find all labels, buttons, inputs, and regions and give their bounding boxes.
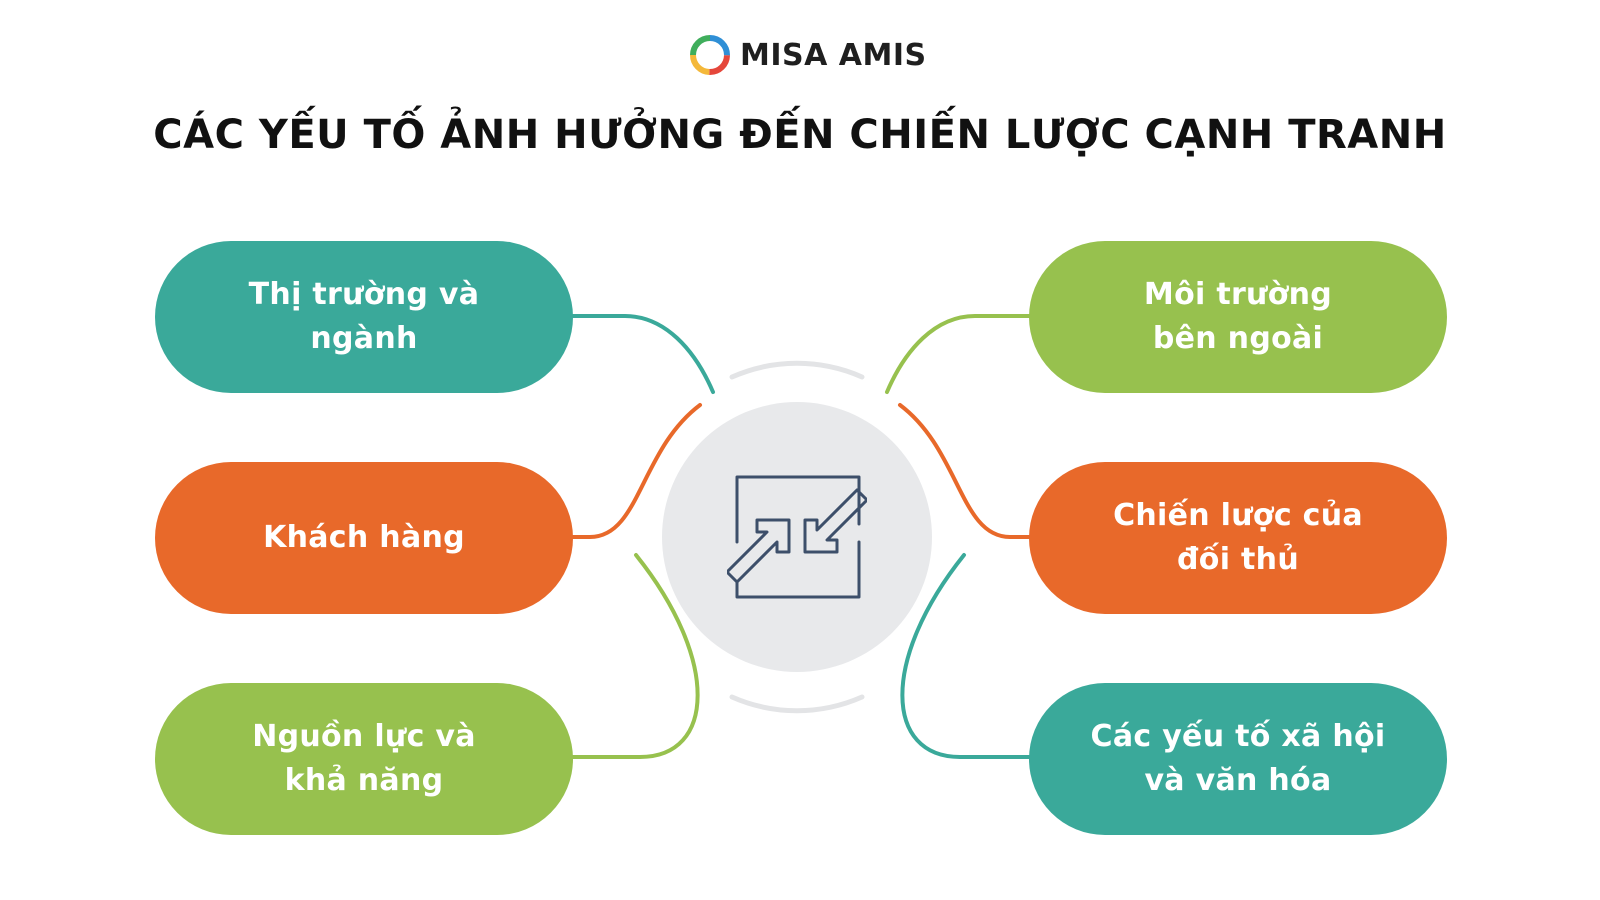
decor-arc-top bbox=[729, 360, 865, 380]
connector-market bbox=[568, 314, 715, 394]
connector-competitors bbox=[898, 403, 1032, 539]
factor-market-line-1: Thị trường và bbox=[248, 277, 480, 312]
factor-competitors: Chiến lược của đối thủ bbox=[1029, 462, 1447, 614]
center-hub bbox=[662, 402, 932, 672]
misa-amis-logo-icon bbox=[690, 35, 730, 75]
factor-external-line-2: bên ngoài bbox=[1152, 321, 1324, 356]
factor-external: Môi trường bên ngoài bbox=[1029, 241, 1447, 393]
factor-competitors-line-2: đối thủ bbox=[1177, 542, 1299, 577]
factor-resources-line-2: khả năng bbox=[284, 763, 444, 798]
factor-social-line-2: và văn hóa bbox=[1144, 763, 1332, 798]
factor-customers: Khách hàng bbox=[155, 462, 573, 614]
connector-customers bbox=[568, 403, 702, 539]
factor-resources-line-1: Nguồn lực và bbox=[252, 719, 476, 754]
page-title: CÁC YẾU TỐ ẢNH HƯỞNG ĐẾN CHIẾN LƯỢC CẠNH… bbox=[153, 112, 1447, 158]
factor-social-line-1: Các yếu tố xã hội bbox=[1090, 719, 1386, 754]
factor-competitors-line-1: Chiến lược của bbox=[1113, 498, 1363, 533]
factor-external-line-1: Môi trường bbox=[1143, 277, 1333, 312]
factor-customers-line-1: Khách hàng bbox=[263, 520, 465, 555]
factor-market-line-2: ngành bbox=[310, 321, 418, 356]
connector-social bbox=[900, 553, 1032, 759]
decor-arc-bottom bbox=[729, 694, 865, 714]
factor-market: Thị trường và ngành bbox=[155, 241, 573, 393]
logo-text: MISA AMIS bbox=[740, 37, 927, 73]
factor-resources: Nguồn lực và khả năng bbox=[155, 683, 573, 835]
compete-arrows-icon bbox=[727, 475, 867, 599]
connector-resources bbox=[568, 553, 700, 759]
factor-social: Các yếu tố xã hội và văn hóa bbox=[1029, 683, 1447, 835]
connector-external bbox=[885, 314, 1032, 394]
brand-logo: MISA AMIS bbox=[690, 30, 927, 80]
